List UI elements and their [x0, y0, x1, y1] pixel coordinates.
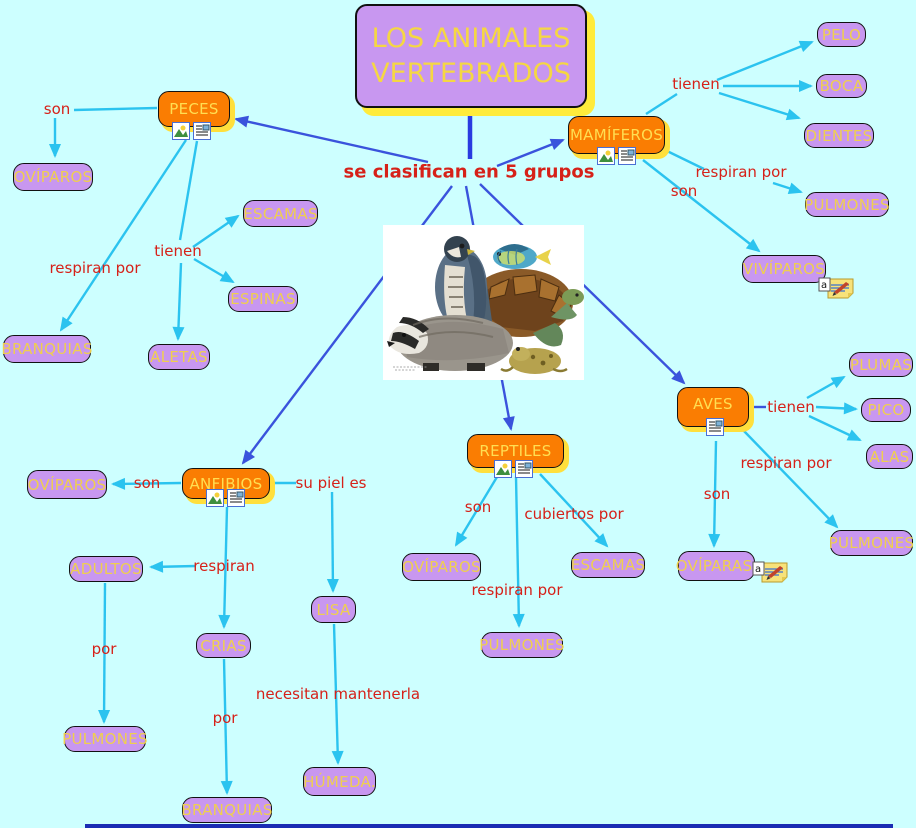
node-pulmones-anfibios[interactable]: PULMONES: [62, 726, 148, 752]
link-reptiles-cubiertos-por: cubiertos por: [524, 505, 624, 523]
badger-figure: [387, 315, 513, 371]
link-adultos-por: por: [91, 640, 117, 658]
node-crias[interactable]: CRIAS: [196, 633, 251, 658]
node-branquias-peces[interactable]: BRANQUIAS: [1, 335, 92, 363]
node-dientes[interactable]: DIENTES: [804, 123, 874, 148]
link-aves-tienen: tienen: [767, 398, 815, 416]
bottom-edge-bar: [85, 824, 893, 828]
node-escamas-peces[interactable]: ESCAMAS: [243, 200, 318, 227]
image-icon[interactable]: [206, 489, 224, 507]
link-aves-respiran-por: respiran por: [740, 454, 832, 472]
node-oviparos-peces[interactable]: OVÍPAROS: [13, 163, 93, 191]
node-pico[interactable]: PICO: [861, 398, 911, 422]
link-reptiles-respiran-por: respiran por: [471, 581, 563, 599]
node-alas[interactable]: ALAS: [866, 444, 913, 469]
link-peces-tienen: tienen: [154, 242, 202, 260]
document-icon[interactable]: [618, 147, 636, 165]
document-icon[interactable]: [193, 122, 211, 140]
link-mamiferos-son: son: [670, 182, 698, 200]
link-peces-son: son: [43, 100, 71, 118]
link-mamiferos-tienen: tienen: [672, 75, 720, 93]
node-humeda[interactable]: HÚMEDA.: [303, 767, 376, 796]
mamiferos-resource-icons: [597, 147, 636, 165]
image-icon[interactable]: [597, 147, 615, 165]
node-pelo[interactable]: PELO: [817, 22, 866, 47]
peces-resource-icons: [172, 122, 211, 140]
oviparas-annotation-icon[interactable]: a: [752, 561, 788, 587]
node-oviparos-reptiles[interactable]: OVÍPAROS: [402, 553, 481, 581]
title-node[interactable]: LOS ANIMALES VERTEBRADOS: [355, 4, 587, 108]
anfibios-resource-icons: [206, 489, 245, 507]
image-icon[interactable]: [172, 122, 190, 140]
animals-illustration: [383, 225, 584, 380]
node-aletas-peces[interactable]: ALETAS: [148, 344, 210, 370]
document-icon[interactable]: [227, 489, 245, 507]
node-boca[interactable]: BOCA: [816, 74, 867, 98]
node-pulmones-aves[interactable]: PULMONES: [829, 530, 914, 556]
aves-resource-icons: [706, 418, 724, 436]
link-anfibios-su-piel-es: su piel es: [295, 474, 367, 492]
link-reptiles-son: son: [464, 498, 492, 516]
svg-text:a: a: [821, 280, 827, 291]
node-plumas[interactable]: PLUMAS: [849, 352, 913, 377]
link-mamiferos-respiran-por: respiran por: [695, 163, 787, 181]
node-espinas-peces[interactable]: ESPINAS: [228, 286, 298, 312]
viviparos-annotation-icon[interactable]: a: [818, 277, 854, 303]
document-icon[interactable]: [515, 460, 533, 478]
svg-text:a: a: [755, 564, 761, 575]
node-viviparos[interactable]: VIVÍPAROS: [742, 255, 826, 283]
classification-label: se clasifican en 5 grupos: [343, 161, 595, 183]
node-anfibios[interactable]: ANFIBIOS: [182, 468, 270, 499]
link-aves-son: son: [703, 485, 731, 503]
node-branquias-anfibios[interactable]: BRANQUIAS: [181, 797, 272, 823]
node-pulmones-mamiferos[interactable]: PULMONES: [804, 192, 890, 217]
document-icon[interactable]: [706, 418, 724, 436]
fish-figure: [493, 244, 551, 269]
node-escamas-reptiles[interactable]: ESCAMAS: [571, 552, 645, 578]
link-anfibios-respiran: respiran: [193, 557, 255, 575]
link-anfibios-son: son: [133, 474, 161, 492]
watermark: [393, 366, 427, 371]
link-crias-por: por: [212, 709, 238, 727]
node-pulmones-reptiles[interactable]: PULMONES: [479, 632, 565, 658]
node-oviparas-aves[interactable]: OVÍPARAS.: [676, 551, 757, 581]
node-mamiferos[interactable]: MAMÍFEROS: [568, 116, 665, 154]
image-icon[interactable]: [494, 460, 512, 478]
reptiles-resource-icons: [494, 460, 533, 478]
link-lisa-necesitan-mantenerla: necesitan mantenerla: [255, 685, 421, 703]
link-peces-respiran-por: respiran por: [49, 259, 141, 277]
node-oviparos-anfibios[interactable]: OVÍPAROS: [27, 470, 107, 499]
node-lisa[interactable]: LISA: [311, 596, 356, 623]
frog-figure: [500, 347, 568, 374]
node-adultos[interactable]: ADULTOS: [69, 556, 143, 582]
node-peces[interactable]: PECES: [158, 91, 230, 127]
